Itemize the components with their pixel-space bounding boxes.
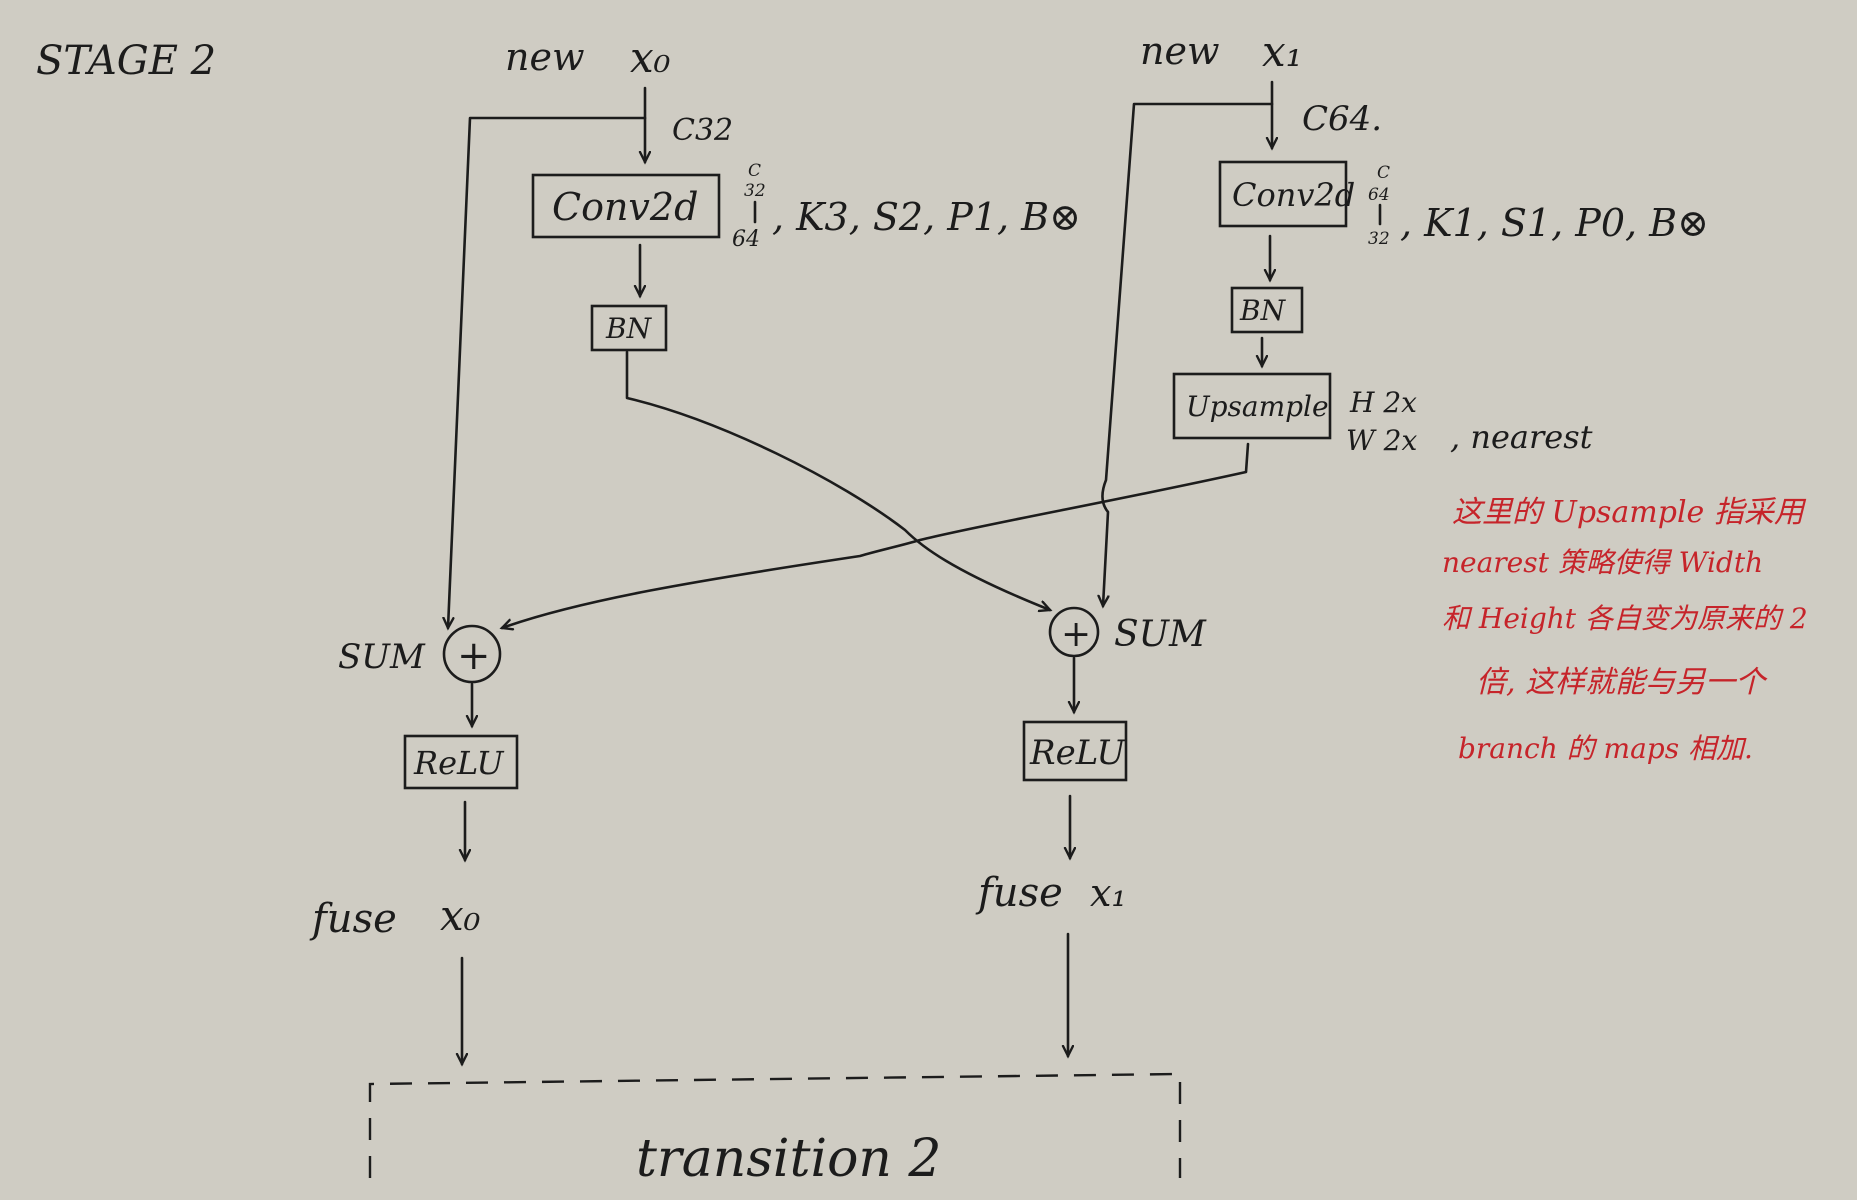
branch1-conv-params: , K1, S1, P0, B⊗	[1400, 201, 1709, 245]
branch1-upsample-box	[1172, 372, 1332, 440]
branch1-upsample-w: W 2x	[1346, 424, 1417, 457]
branch0-sum-plus: +	[457, 633, 491, 679]
branch1-conv-box	[1218, 160, 1348, 228]
branch1-output-var: x₁	[1090, 871, 1127, 915]
branch1-conv-c: C	[1377, 163, 1390, 183]
branch1-bn-label: BN	[1239, 294, 1287, 327]
branch1-input-var: x₁	[1262, 27, 1303, 76]
note-line-5: branch 的 maps 相加.	[1458, 732, 1753, 765]
branch0-conv-cin: 32	[744, 181, 766, 201]
branch0-input-label: new	[505, 35, 585, 79]
branch0-output-var: x₀	[440, 891, 481, 940]
branch1-bn-box	[1230, 286, 1304, 334]
branch1-output-label: fuse	[975, 870, 1063, 916]
branch0-relu-box	[403, 734, 519, 790]
branch1-skip-line	[1102, 102, 1274, 606]
note-line-4: 倍, 这样就能与另一个	[1476, 665, 1768, 700]
note-line-3: 和 Height 各自变为原来的 2	[1442, 602, 1808, 635]
branch1-upsample-label: Upsample	[1186, 390, 1329, 423]
branch1-conv-cout: 32	[1368, 229, 1390, 249]
branch0-skip-line	[448, 116, 647, 628]
branch0-bn-box	[590, 304, 668, 352]
note-line-2: nearest 策略使得 Width	[1442, 546, 1763, 579]
branch0-conv-box	[531, 173, 721, 239]
note-line-1: 这里的 Upsample 指采用	[1452, 495, 1807, 530]
branch1-sum-plus: +	[1061, 614, 1091, 655]
transition-box	[368, 1072, 1182, 1178]
branch1-cross-line	[502, 442, 1250, 628]
branch1-conv-cin: 64	[1368, 185, 1390, 205]
branch0-bn-label: BN	[605, 312, 653, 345]
transition-label: transition 2	[636, 1129, 942, 1189]
branch0-relu-label: ReLU	[413, 744, 505, 782]
branch0-sum-label: SUM	[338, 637, 426, 677]
branch1-relu-box	[1022, 720, 1128, 782]
branch1-relu-label: ReLU	[1029, 733, 1126, 773]
branch1-channels: C64.	[1302, 99, 1382, 139]
branch0-conv-c: C	[748, 161, 761, 181]
branch1-conv-label: Conv2d	[1232, 176, 1355, 214]
branch0-channels: C32	[672, 113, 733, 148]
branch0-conv-cout: 64	[732, 227, 760, 252]
branch1-upsample-h: H 2x	[1349, 386, 1417, 419]
stage-title: STAGE 2	[36, 38, 216, 84]
branch0-conv-label: Conv2d	[552, 185, 698, 229]
branch0-cross-line	[625, 350, 1050, 610]
branch1-sum-label: SUM	[1114, 614, 1207, 655]
branch0-input-var: x₀	[630, 33, 671, 82]
branch1-sum-node	[1048, 606, 1100, 658]
branch1-input-label: new	[1140, 29, 1220, 73]
branch0-output-label: fuse	[309, 896, 397, 942]
red-annotation: 这里的 Upsample 指采用 nearest 策略使得 Width 和 He…	[1442, 495, 1808, 765]
branch0-conv-params: , K3, S2, P1, B⊗	[772, 195, 1081, 239]
branch0-sum-node	[442, 624, 502, 684]
branch1-upsample-mode: , nearest	[1450, 418, 1593, 456]
